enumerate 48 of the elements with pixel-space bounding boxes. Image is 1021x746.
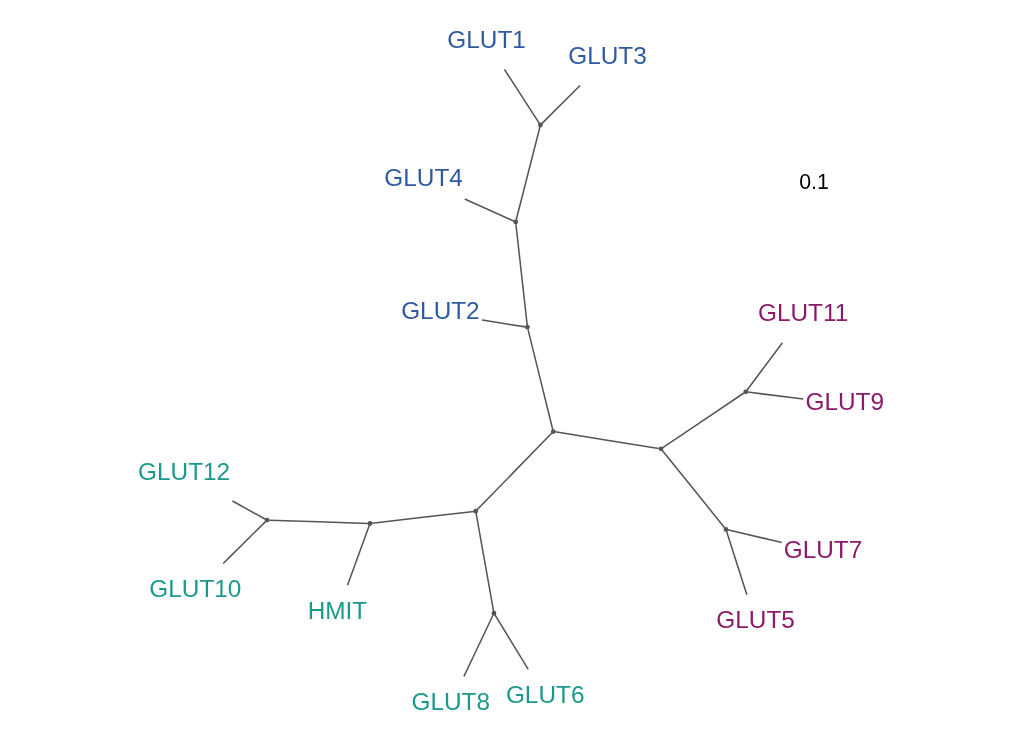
connector: [726, 529, 782, 544]
connector: [526, 328, 554, 431]
connector: [462, 614, 494, 678]
connector: [474, 512, 494, 612]
node-point: [491, 610, 496, 616]
node-text: GLUT10: [148, 574, 241, 602]
connector: [267, 519, 369, 525]
node-point: [512, 219, 518, 225]
connector: [514, 223, 528, 327]
connector: [540, 84, 581, 125]
node-text: GLUT6: [505, 681, 584, 708]
connector: [370, 510, 475, 524]
connector: [745, 342, 783, 392]
connector: [514, 126, 541, 221]
connector: [746, 391, 804, 400]
connector: [553, 431, 659, 450]
node-point: [658, 446, 663, 452]
connector: [221, 520, 267, 565]
label: 0.1: [798, 169, 829, 194]
connector: [503, 68, 540, 125]
node-text: GLUT3: [567, 41, 647, 69]
connector: [480, 319, 526, 328]
connector: [493, 613, 529, 671]
connector: [725, 530, 748, 596]
connector: [231, 500, 266, 520]
node-point: [550, 429, 556, 434]
node-text: GLUT1: [446, 25, 526, 53]
node-text: GLUT2: [400, 297, 480, 325]
node-text: GLUT5: [715, 605, 795, 633]
connector: [346, 524, 370, 587]
node-point: [472, 508, 478, 514]
node-text: GLUT12: [137, 458, 230, 486]
connector: [463, 198, 515, 222]
node-point: [537, 122, 543, 128]
node-text: GLUT4: [383, 164, 463, 192]
connector: [475, 432, 553, 511]
node-text: HMIT: [307, 596, 367, 624]
connector: [660, 449, 725, 529]
connector: [661, 392, 745, 449]
node-point: [723, 527, 728, 532]
node-text: GLUT7: [783, 536, 862, 564]
node-text: GLUT11: [757, 298, 848, 326]
node-point: [367, 521, 372, 526]
node-point: [264, 517, 269, 523]
node-point: [742, 389, 748, 395]
node-text: GLUT9: [805, 388, 884, 416]
node-text: GLUT8: [410, 687, 490, 715]
node-point: [524, 324, 530, 330]
